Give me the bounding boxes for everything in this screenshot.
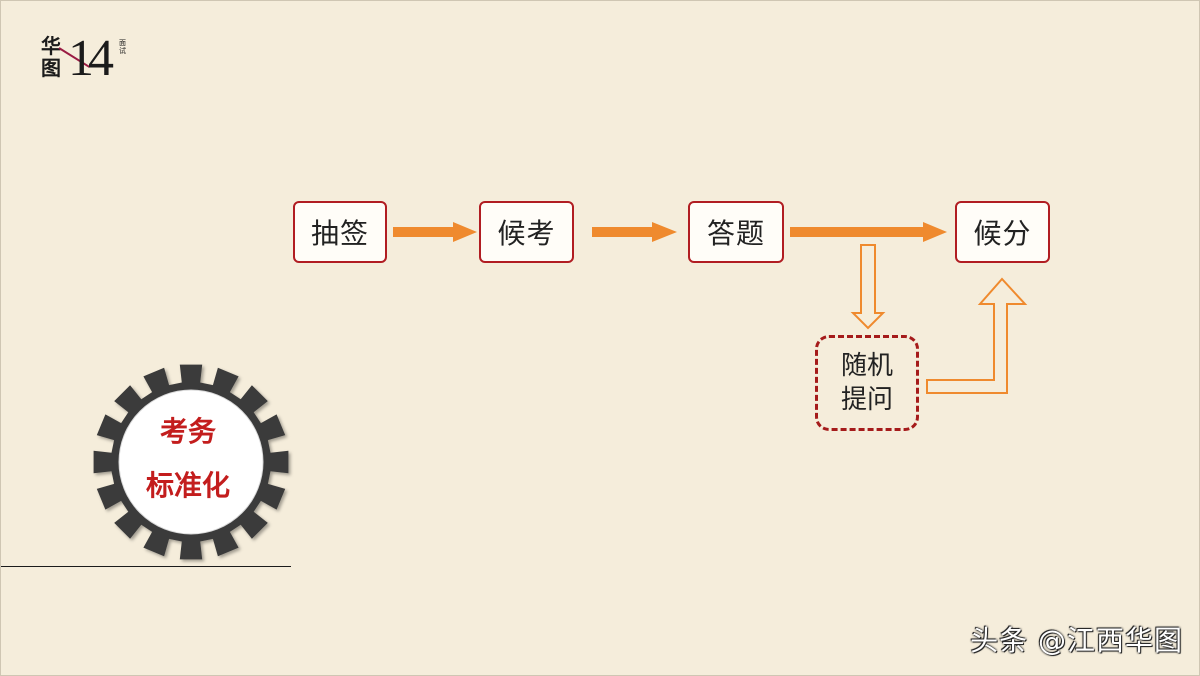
logo-char-bottom: 图 bbox=[41, 56, 61, 80]
arrow-3 bbox=[790, 222, 947, 242]
step-score-wait: 候分 bbox=[955, 201, 1050, 263]
return-arrow bbox=[926, 277, 1028, 394]
down-branch-arrow bbox=[850, 244, 886, 330]
gear-icon bbox=[93, 364, 289, 560]
gear-label: 考务 标准化 bbox=[113, 405, 263, 513]
gear-label-line-1: 考务 bbox=[159, 415, 216, 448]
random-line-1: 随机 bbox=[840, 351, 893, 381]
logo-char-top: 华 bbox=[41, 34, 61, 58]
logo-small-text: 面试 bbox=[119, 39, 126, 55]
gear-center bbox=[118, 389, 264, 535]
step-waiting: 候考 bbox=[479, 201, 574, 263]
step-draw-lots: 抽签 bbox=[293, 201, 387, 263]
step-answer: 答题 bbox=[688, 201, 784, 263]
watermark: 头条 @江西华图 bbox=[970, 624, 1183, 657]
logo-cn: 华 图 bbox=[41, 35, 67, 79]
gear-label-line-2: 标准化 bbox=[145, 469, 230, 502]
divider-line bbox=[1, 566, 291, 567]
random-line-2: 提问 bbox=[840, 385, 893, 415]
logo: 华 图 14 面试 bbox=[41, 30, 136, 87]
logo-number: 14 bbox=[68, 30, 114, 87]
arrow-2 bbox=[592, 222, 677, 242]
random-question-box: 随机 提问 bbox=[815, 335, 919, 431]
arrow-1 bbox=[393, 222, 477, 242]
